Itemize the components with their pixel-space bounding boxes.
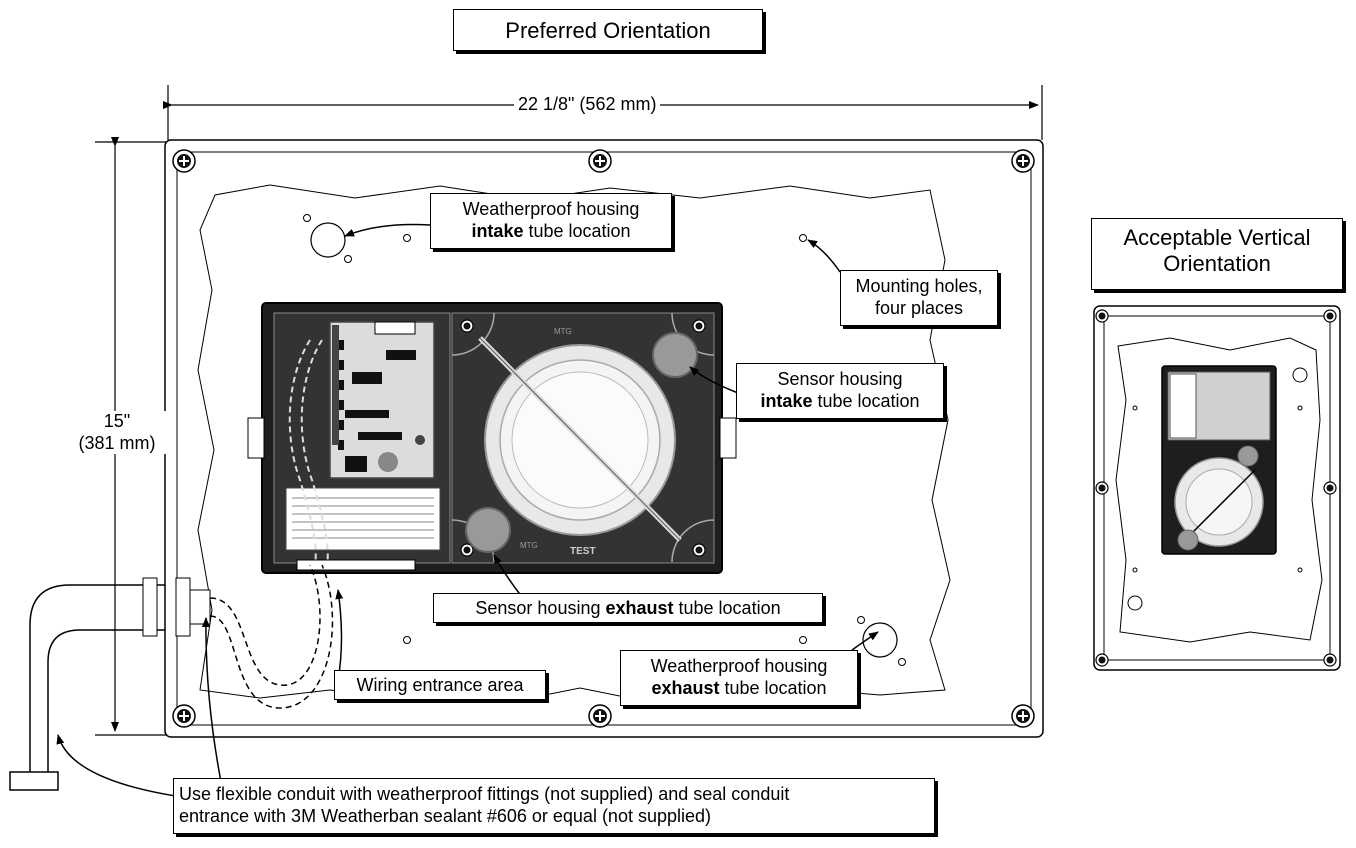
test-label: TEST [375,325,396,334]
mounting-hole [403,636,411,644]
wp-intake-callout: Weatherproof housing intake tube locatio… [430,193,672,249]
sensor-intake-line1: Sensor housing [777,369,903,389]
wp-exhaust-hole [862,622,898,658]
mounting-holes-callout: Mounting holes, four places [840,270,998,326]
sensor-intake-port [652,332,698,378]
sensor-exhaust-rest: tube location [673,598,781,618]
wp-intake-line1: Weatherproof housing [462,199,640,219]
sensor-intake-bold: intake [760,390,813,411]
mtg-label: MTG [520,541,538,550]
wp-exhaust-bold: exhaust [651,677,720,698]
vertical-orientation-figure [1093,305,1341,671]
acceptable-orientation-title: Acceptable Vertical Orientation [1091,218,1343,290]
acceptable-title-line2: Orientation [1163,251,1271,277]
wp-intake-hole [310,222,346,258]
mounting-screw-icon [172,704,196,728]
warning-label [285,487,441,551]
mounting-screw-icon [1011,149,1035,173]
wiring-entrance-callout: Wiring entrance area [334,670,546,700]
width-dimension-label: 22 1/8" (562 mm) [514,94,661,116]
mounting-line1: Mounting holes, [855,276,983,296]
sensor-exhaust-callout: Sensor housing exhaust tube location [433,593,823,623]
sensor-exhaust-port [465,507,511,553]
sensor-exhaust-bold: exhaust [605,598,674,618]
wp-exhaust-callout: Weatherproof housing exhaust tube locati… [620,650,858,706]
height-label-line1: 15" [103,411,131,431]
preferred-orientation-title: Preferred Orientation [453,9,763,51]
sensor-intake-callout: Sensor housing intake tube location [736,363,944,419]
sensor-intake-rest: tube location [812,390,920,411]
circuit-board [329,321,435,479]
leader-arrows [56,223,879,798]
wp-exhaust-rest: tube location [719,677,827,698]
mounting-hole [799,636,807,644]
mounting-hole [403,234,411,242]
conduit-note-callout: Use flexible conduit with weatherproof f… [173,778,935,834]
mtg-label: MTG [554,327,572,336]
wp-exhaust-line1: Weatherproof housing [650,656,828,676]
wp-intake-bold: intake [471,220,524,241]
sensor-exhaust-pre: Sensor housing [475,598,606,618]
mounting-line2: four places [874,297,964,318]
mounting-screw-icon [172,149,196,173]
height-label-line2: (381 mm) [78,432,156,453]
test-label: TEST [570,546,596,557]
mounting-screw-icon [588,704,612,728]
mounting-hole [799,234,807,242]
conduit-note-line2: entrance with 3M Weatherban sealant #606… [179,805,712,826]
duct-detector-housing: TEST TEST MTG MTG [247,302,737,574]
conduit [9,564,334,791]
wp-intake-rest: tube location [523,220,631,241]
conduit-note-line1: Use flexible conduit with weatherproof f… [179,784,790,804]
acceptable-title-line1: Acceptable Vertical [1123,225,1311,250]
height-dimension-label: 15" (381 mm) [62,411,172,455]
mounting-screw-icon [588,149,612,173]
mounting-screw-icon [1011,704,1035,728]
